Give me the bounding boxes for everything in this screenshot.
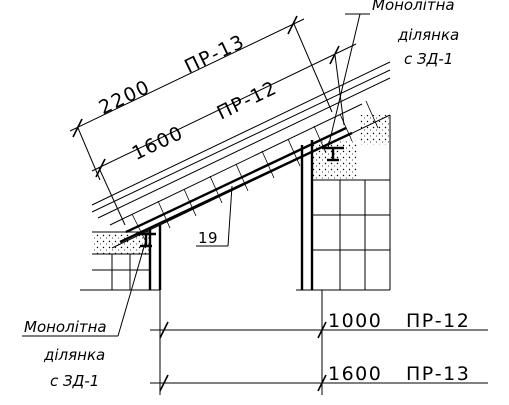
callout-bottom-left-line-3: с ЗД-1 (50, 372, 99, 390)
callout-top-right-line-2: ділянка (397, 26, 459, 44)
position-19-leader (196, 185, 233, 247)
left-wall (80, 225, 162, 291)
top-inner-dim-value: 1600 (129, 122, 188, 165)
top-outer-dim-mark: ПР-13 (181, 30, 248, 78)
bottom-lower-dim-value: 1600 (328, 363, 382, 385)
bottom-upper-dim-mark: ПР-12 (406, 310, 470, 332)
right-wall (296, 115, 391, 291)
callout-bottom-left-leader (22, 239, 147, 337)
callout-top-right-line-3: с ЗД-1 (404, 50, 453, 68)
callout-top-right-line-1: Монолітна (372, 0, 455, 14)
top-outer-dim-value: 2200 (96, 76, 155, 119)
position-number: 19 (198, 229, 218, 247)
bottom-lower-dim-mark: ПР-13 (406, 363, 470, 385)
callout-top-right-leader (327, 13, 370, 149)
roof-layers (91, 61, 391, 249)
bottom-dimensions (150, 290, 488, 395)
bottom-upper-dim-value: 1000 (328, 310, 382, 332)
top-dimensions (69, 15, 357, 226)
top-inner-dim-mark: ПР-12 (213, 77, 280, 125)
callout-bottom-left-line-1: Монолітна (24, 318, 107, 336)
callout-bottom-left-line-2: ділянка (43, 346, 105, 364)
